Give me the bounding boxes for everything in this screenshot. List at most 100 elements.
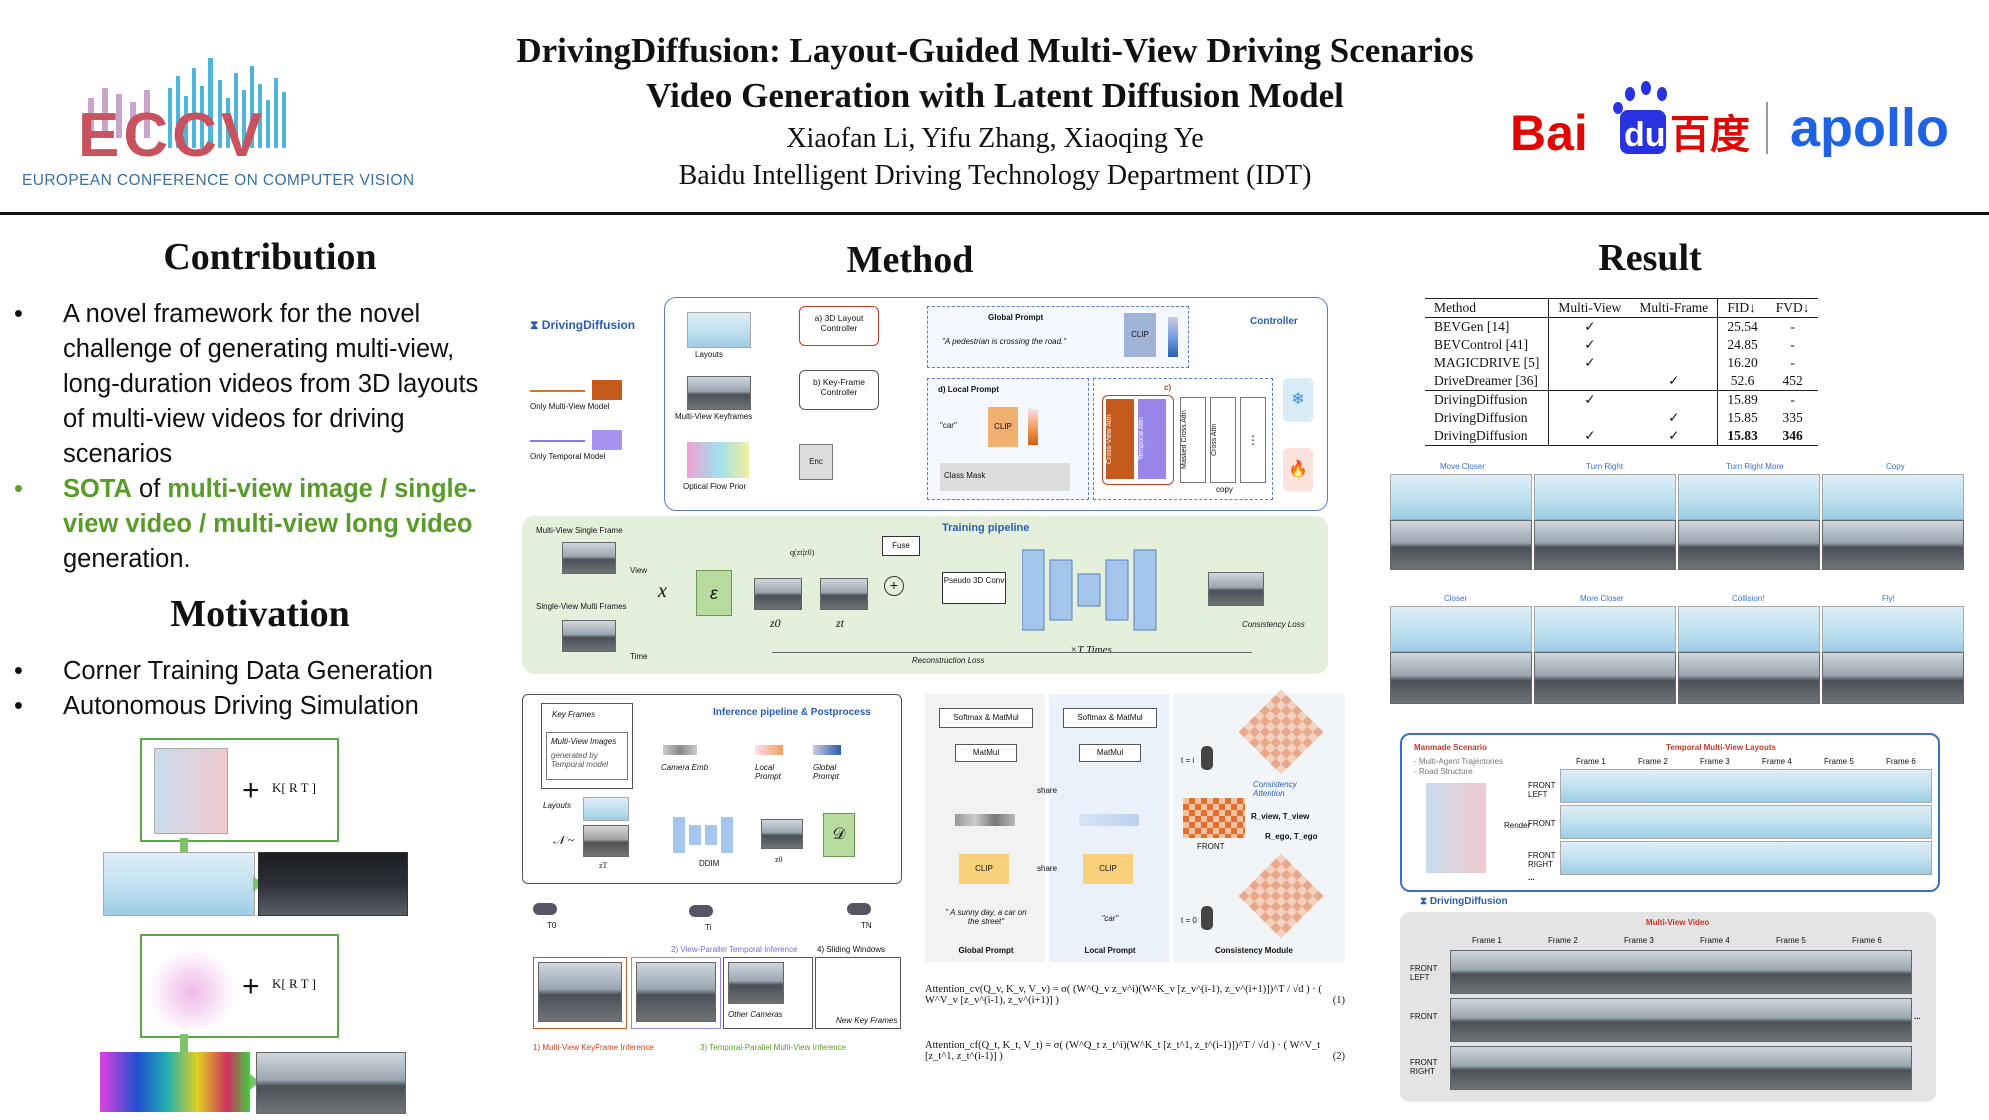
training-pipeline-title: Training pipeline — [942, 522, 1030, 534]
night-scene-image — [258, 852, 408, 916]
plus-sign: + — [242, 774, 260, 807]
table-row: DrivingDiffusion✓15.89- — [1425, 390, 1819, 409]
eccv-wordmark: ECCV — [78, 101, 266, 170]
results-table: Method Multi-View Multi-Frame FID↓ FVD↓ … — [1425, 298, 1819, 446]
header-rule — [0, 212, 1989, 215]
krt-label: K[ R T ] — [272, 780, 316, 795]
method-title: Method — [846, 239, 974, 281]
global-prompt-box: Global Prompt "A pedestrian is crossing … — [927, 306, 1189, 368]
editing-results-grid: Move Closer Turn Right Turn Right More C… — [1390, 460, 1964, 710]
attention-blocks: c) Cross-View Attn Temporal Attn Masked … — [1093, 378, 1273, 500]
class-mask-image — [940, 463, 1070, 491]
right-arrow-2 — [250, 1074, 260, 1090]
global-prompt-bar — [813, 745, 841, 755]
temporal-parallel-caption: 3) Temporal-Parallel Multi-View Inferenc… — [700, 1043, 846, 1052]
noise-image — [583, 825, 629, 857]
baidu-du: du — [1624, 116, 1666, 154]
ego-car-icon-top — [1201, 746, 1213, 770]
contribution-list: •A novel framework for the novel challen… — [0, 297, 490, 577]
result-title: Result — [1598, 237, 1702, 279]
layout-row-front — [1560, 805, 1932, 839]
cross-view-attn: Cross-View Attn — [1106, 399, 1134, 479]
legend-mv-arrow — [530, 390, 585, 392]
manmade-bev — [1426, 783, 1486, 873]
local-prompt-bar — [755, 745, 783, 755]
legend-tm-swatch — [592, 430, 622, 450]
table-row: BEVGen [14]✓25.54- — [1425, 317, 1818, 336]
point-cloud-image — [148, 948, 236, 1028]
trainable-icon: 🔥 — [1283, 448, 1313, 492]
affiliation: Baidu Intelligent Driving Technology Dep… — [678, 160, 1312, 191]
cross-attn: Cross Attn — [1210, 397, 1236, 483]
output-image — [1208, 572, 1264, 606]
frozen-icon: ❄ — [1283, 378, 1313, 422]
inference-title: Inference pipeline & Postprocess — [713, 707, 871, 718]
baidu-wordmark: Bai — [1510, 105, 1588, 161]
keyframes-image — [687, 376, 751, 410]
krt-label-2: K[ R T ] — [272, 976, 316, 991]
masked-cross-attn: Masked Cross Attn — [1180, 397, 1206, 483]
table-header-row: Method Multi-View Multi-Frame FID↓ FVD↓ — [1425, 298, 1819, 318]
motivation-bullet-2: •Autonomous Driving Simulation — [14, 692, 419, 720]
zt-latent — [820, 578, 868, 610]
hourglass-icon: ⧗ — [1420, 896, 1428, 907]
attention-grid-center — [1183, 798, 1245, 838]
baidu-cn: 百度 — [1670, 112, 1750, 158]
legend-mv-swatch — [592, 380, 622, 400]
clip-block: CLIP — [1124, 313, 1156, 357]
keyframe-controller: b) Key-Frame Controller — [799, 370, 879, 410]
contribution-bullet-2: •SOTA of multi-view image / single-view … — [14, 475, 477, 573]
z0-latent — [754, 578, 802, 610]
motivation-layout-box-2: + K[ R T ] — [140, 934, 339, 1038]
car-icon-0 — [533, 903, 557, 915]
layouts-image — [687, 312, 751, 348]
pseudo-3d-conv: Pseudo 3D Conv — [942, 572, 1006, 604]
down-arrow-2 — [180, 1034, 188, 1052]
legend-tm-arrow — [530, 440, 585, 442]
eccv-caption: EUROPEAN CONFERENCE ON COMPUTER VISION — [22, 172, 415, 189]
car-icon-i — [689, 905, 713, 917]
layout-row-front-left — [1560, 769, 1932, 803]
optical-flow-label: Optical Flow Prior — [683, 482, 747, 491]
local-embedding — [1028, 409, 1038, 445]
title-line-2: Video Generation with Latent Diffusion M… — [646, 76, 1344, 115]
inference-layout-image — [583, 797, 629, 821]
legend-tm-label: Only Temporal Model — [530, 452, 606, 461]
camera-emb-bar — [663, 745, 697, 755]
semantic-map-strip — [100, 1052, 250, 1112]
ego-car-icon-bottom — [1201, 906, 1213, 930]
motivation-title: Motivation — [170, 593, 350, 635]
legend-mv-label: Only Multi-View Model — [530, 402, 610, 411]
authors: Xiaofan Li, Yifu Zhang, Xiaoqing Ye — [786, 123, 1204, 154]
local-tokens — [1079, 814, 1139, 826]
mv-single-image — [562, 542, 616, 574]
key-frames-box: Key Frames Multi-View Images generated b… — [541, 703, 633, 789]
optical-flow-image — [687, 442, 749, 478]
video-row-front — [1450, 998, 1912, 1042]
baidu-apollo-logo: Bai du 百度 apollo — [1510, 81, 1949, 161]
fuse-block: Fuse — [882, 536, 920, 556]
motivation-bullet-1: •Corner Training Data Generation — [14, 657, 433, 685]
encoder-block: ε — [696, 570, 732, 616]
eccv-logo: ECCV — [78, 58, 286, 170]
video-row-front-right — [1450, 1046, 1912, 1090]
table-row: MAGICDRIVE [5]✓16.20- — [1425, 354, 1818, 372]
manmade-scenario-panel: Manmade Scenario - Multi-Agent Trajector… — [1400, 733, 1940, 892]
layout-controller: a) 3D Layout Controller — [799, 306, 879, 346]
temporal-attn: Temporal Attn — [1138, 399, 1166, 479]
generated-layout-strip — [103, 852, 255, 916]
method-brand: ⧗ DrivingDiffusion — [530, 318, 636, 332]
keyframes-label: Multi-View Keyframes — [675, 412, 753, 421]
attention-module-figure: Softmax & MatMul Softmax & MatMul MatMul… — [925, 689, 1345, 962]
title-line-1: DrivingDiffusion: Layout-Guided Multi-Vi… — [516, 31, 1474, 70]
layouts-label: Layouts — [695, 350, 724, 359]
local-prompt-box: d) Local Prompt "car" CLIP Class Mask — [927, 378, 1089, 500]
apollo-wordmark: apollo — [1790, 98, 1949, 158]
motivation-list: •Corner Training Data Generation •Autono… — [0, 654, 490, 724]
unet-icon — [1022, 549, 1157, 631]
down-arrow — [180, 838, 188, 852]
inference-z0 — [761, 819, 803, 849]
